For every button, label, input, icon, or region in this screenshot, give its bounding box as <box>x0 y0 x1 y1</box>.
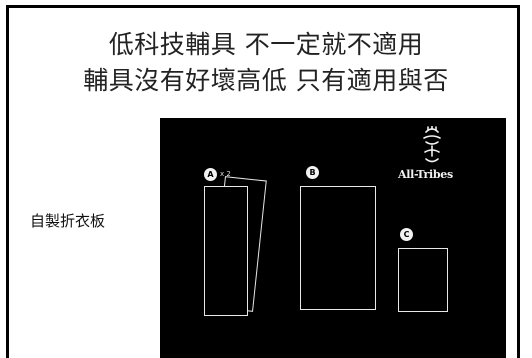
tribal-logo-icon <box>423 126 441 163</box>
board-c <box>398 248 448 312</box>
badge-b: B <box>306 166 319 179</box>
board-a-front <box>204 186 248 316</box>
brand-text: All-Tribes <box>398 168 453 181</box>
side-label: 自製折衣板 <box>30 212 106 230</box>
slide-title-line-2: 輔具沒有好壞高低 只有適用與否 <box>83 66 449 95</box>
slide-title-line-1: 低科技輔具 不一定就不適用 <box>108 30 424 59</box>
folding-board-photo: A x 2 B C All-Tribes <box>160 118 506 358</box>
badge-a: A <box>204 168 217 181</box>
badge-c: C <box>400 228 413 241</box>
badge-a-count: x 2 <box>220 170 231 178</box>
slide-frame <box>6 5 520 358</box>
board-b <box>300 186 376 310</box>
